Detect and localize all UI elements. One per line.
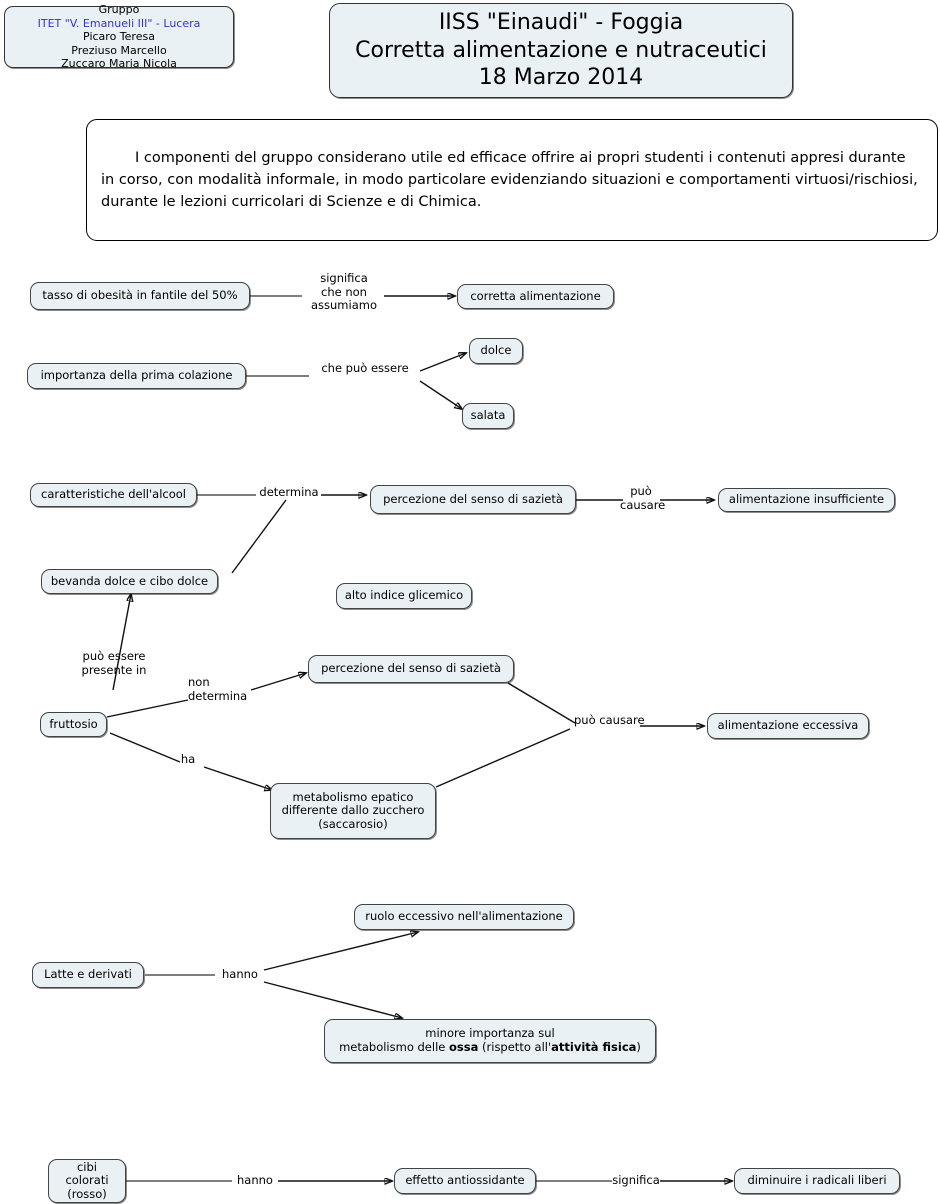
introduction-box: I componenti del gruppo considerano util…: [86, 119, 938, 241]
link-label-significa-che-non-assumiamo: significa che non assumiamo: [302, 271, 386, 313]
title-line-date: 18 Marzo 2014: [478, 65, 644, 91]
minore-bold-attivita-fisica: attività fisica: [551, 1040, 637, 1054]
link-label-non-determina: non determina: [188, 675, 252, 703]
link-label-hanno-latte: hanno: [222, 967, 258, 981]
minore-line-1: minore importanza sul: [425, 1026, 555, 1041]
determina-line-2: determina: [188, 688, 248, 703]
link-label-ha: ha: [180, 752, 196, 766]
node-alimentazione-insufficiente[interactable]: alimentazione insufficiente: [718, 488, 895, 512]
group-member-1: Picaro Teresa: [83, 30, 155, 44]
link-label-puo-essere-presente-in: può essere presente in: [74, 649, 154, 677]
school-name: ITET "V. Emanueli III" - Lucera: [37, 16, 201, 30]
node-salata[interactable]: salata: [462, 403, 514, 429]
node-prima-colazione[interactable]: importanza della prima colazione: [27, 363, 246, 389]
minore-part-e: ): [636, 1040, 641, 1054]
node-dolce[interactable]: dolce: [469, 338, 523, 364]
metabolismo-line-1: metabolismo epatico: [292, 789, 414, 804]
group-member-2: Preziuso Marcello: [71, 43, 167, 57]
metabolismo-line-2: differente dallo zucchero: [281, 803, 425, 818]
node-percezione-sazieta-1[interactable]: percezione del senso di sazietà: [370, 485, 576, 514]
puo-line-1: può: [630, 484, 652, 498]
minore-bold-ossa: ossa: [449, 1040, 479, 1054]
link-label-determina: determina: [259, 485, 319, 499]
minore-part-a: metabolismo delle: [339, 1040, 450, 1054]
significa-line-2: che non: [321, 284, 367, 299]
node-fruttosio[interactable]: fruttosio: [40, 712, 107, 737]
introduction-text: I componenti del gruppo considerano util…: [101, 150, 918, 210]
presentation-title-box: IISS "Einaudi" - Foggia Corretta aliment…: [329, 3, 793, 98]
group-label: Gruppo: [98, 3, 140, 17]
node-ruolo-eccessivo[interactable]: ruolo eccessivo nell'alimentazione: [354, 904, 574, 930]
node-percezione-sazieta-2[interactable]: percezione del senso di sazietà: [308, 655, 514, 683]
node-alto-indice-glicemico[interactable]: alto indice glicemico: [336, 583, 472, 609]
link-label-significa-bottom: significa: [612, 1173, 660, 1187]
node-corretta-alimentazione[interactable]: corretta alimentazione: [457, 284, 614, 309]
minore-part-c: (rispetto all': [478, 1040, 552, 1054]
cibi-line-2: (rosso): [67, 1186, 107, 1201]
link-label-puo-causare-fruttosio: può causare: [574, 713, 645, 727]
node-minore-importanza-ossa[interactable]: minore importanza sul metabolismo delle …: [324, 1019, 656, 1063]
node-bevanda-dolce[interactable]: bevanda dolce e cibo dolce: [41, 569, 218, 594]
group-member-3: Zuccaro Maria Nicola: [61, 57, 177, 71]
causare-line-2: causare: [620, 497, 666, 512]
puo-essere-line-1: può essere: [82, 649, 146, 663]
title-line-subject: Corretta alimentazione e nutraceutici: [355, 37, 767, 63]
link-label-puo-causare-alcool: può causare: [620, 484, 666, 512]
metabolismo-line-3: (saccarosio): [318, 816, 388, 831]
link-label-che-puo-essere: che può essere: [321, 361, 409, 375]
significa-line-1: significa: [320, 271, 368, 285]
node-latte-e-derivati[interactable]: Latte e derivati: [32, 962, 144, 988]
title-line-institute: IISS "Einaudi" - Foggia: [438, 9, 684, 35]
group-info-box: Gruppo ITET "V. Emanueli III" - Lucera P…: [4, 3, 234, 71]
node-metabolismo-epatico[interactable]: metabolismo epatico differente dallo zuc…: [270, 783, 436, 839]
non-line-1: non: [188, 675, 210, 689]
cibi-line-1: cibi colorati: [65, 1159, 109, 1188]
node-cibi-colorati[interactable]: cibi colorati (rosso): [48, 1159, 126, 1203]
presente-in-line-2: presente in: [81, 662, 147, 677]
significa-line-3: assumiamo: [310, 298, 377, 313]
node-obesita[interactable]: tasso di obesità in fantile del 50%: [30, 282, 250, 310]
link-label-hanno-cibi: hanno: [237, 1173, 273, 1187]
node-alimentazione-eccessiva[interactable]: alimentazione eccessiva: [707, 713, 869, 739]
node-diminuire-radicali-liberi[interactable]: diminuire i radicali liberi: [734, 1168, 900, 1194]
node-effetto-antiossidante[interactable]: effetto antiossidante: [394, 1168, 536, 1194]
node-caratteristiche-alcool[interactable]: caratteristiche dell'alcool: [30, 483, 197, 507]
minore-line-2: metabolismo delle ossa (rispetto all'att…: [339, 1040, 641, 1055]
